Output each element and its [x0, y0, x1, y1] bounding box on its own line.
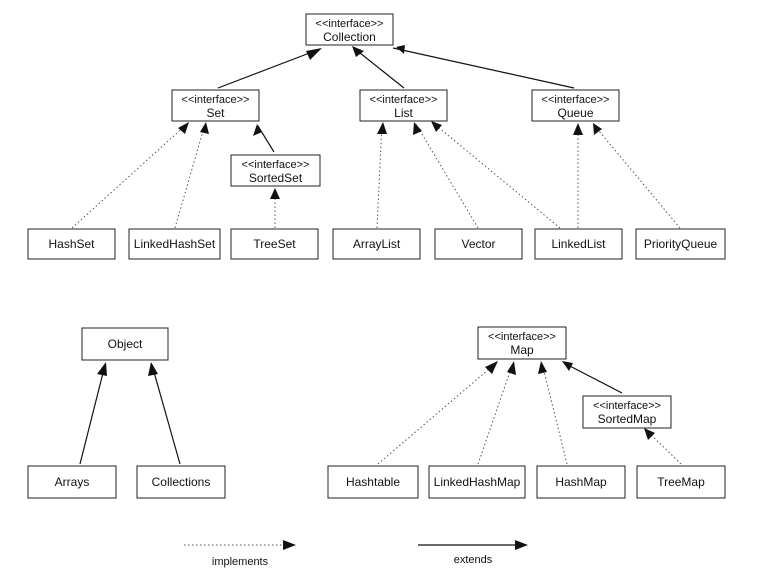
class-linkedhashmap-box: LinkedHashMap	[428, 465, 526, 499]
interface-list-box: <<interface>> List	[359, 89, 448, 122]
queue-label: Queue	[557, 106, 593, 120]
class-linkedlist-box: LinkedList	[534, 228, 623, 260]
interface-set-box: <<interface>> Set	[171, 89, 260, 122]
arrowhead	[431, 121, 442, 132]
set-extends-collection	[217, 48, 321, 89]
linkedhashset-implements-set	[174, 123, 206, 229]
arrowhead	[148, 362, 158, 376]
stereotype-label: <<interface>>	[316, 18, 384, 30]
class-priorityqueue-box: PriorityQueue	[635, 228, 726, 260]
arrowheads	[97, 45, 655, 440]
vector-implements-list	[415, 123, 479, 229]
interface-sortedmap-box: <<interface>> SortedMap	[582, 395, 672, 429]
object-label: Object	[108, 337, 143, 351]
arrowhead	[573, 123, 583, 135]
arrowhead	[538, 361, 547, 374]
arraylist-label: ArrayList	[353, 237, 401, 251]
queue-extends-collection	[392, 47, 575, 89]
arrowhead	[178, 122, 189, 134]
class-treemap-box: TreeMap	[636, 465, 726, 499]
collection-label: Collection	[323, 30, 376, 44]
interface-collection-box: <<interface>> Collection	[305, 13, 394, 46]
arrays-extends-object	[79, 364, 106, 465]
class-hashtable-box: Hashtable	[327, 465, 419, 499]
priorityqueue-label: PriorityQueue	[644, 237, 718, 251]
list-label: List	[394, 106, 413, 120]
arrowhead	[413, 122, 422, 135]
sortedmap-label: SortedMap	[598, 412, 657, 426]
hashset-implements-set	[71, 123, 188, 229]
hashmap-implements-map	[541, 362, 568, 465]
arrowhead	[396, 45, 405, 54]
arrowhead	[377, 122, 387, 134]
priorityqueue-implements-queue	[593, 124, 681, 229]
arrowhead	[200, 122, 209, 134]
class-hashmap-box: HashMap	[536, 465, 626, 499]
interface-map-box: <<interface>> Map	[477, 326, 567, 360]
class-vector-box: Vector	[434, 228, 523, 260]
sortedset-label: SortedSet	[249, 171, 303, 185]
arrays-label: Arrays	[55, 475, 90, 489]
arrowhead	[507, 361, 516, 375]
arrowhead	[593, 123, 602, 135]
stereotype-label: <<interface>>	[488, 331, 556, 343]
linkedhashset-label: LinkedHashSet	[134, 237, 216, 251]
arrowhead	[270, 188, 280, 199]
arraylist-implements-list	[376, 123, 383, 229]
linkedhashmap-implements-map	[477, 362, 514, 465]
hashtable-label: Hashtable	[346, 475, 400, 489]
collections-label: Collections	[152, 475, 211, 489]
class-arraylist-box: ArrayList	[332, 228, 421, 260]
sortedmap-extends-map	[563, 362, 623, 394]
map-label: Map	[510, 343, 534, 357]
hashmap-label: HashMap	[555, 475, 607, 489]
stereotype-label: <<interface>>	[370, 94, 438, 106]
collections-extends-object	[151, 364, 181, 465]
legend-extends-label: extends	[454, 554, 493, 566]
connectors	[71, 47, 682, 465]
class-hashset-box: HashSet	[27, 228, 116, 260]
vector-label: Vector	[461, 237, 495, 251]
hashtable-implements-map	[377, 362, 497, 465]
arrowhead	[485, 361, 498, 374]
arrowhead	[644, 428, 655, 440]
treeset-label: TreeSet	[253, 237, 296, 251]
class-object-box: Object	[81, 327, 169, 361]
hashset-label: HashSet	[48, 237, 95, 251]
class-collections-box: Collections	[136, 465, 226, 499]
legend-implements-label: implements	[212, 556, 269, 568]
class-arrays-box: Arrays	[27, 465, 117, 499]
arrowhead	[562, 361, 573, 371]
stereotype-label: <<interface>>	[542, 94, 610, 106]
treemap-label: TreeMap	[657, 475, 705, 489]
arrowhead	[97, 362, 107, 376]
legend: implements extends	[184, 540, 528, 568]
linkedlist-label: LinkedList	[551, 237, 606, 251]
stereotype-label: <<interface>>	[593, 400, 661, 412]
interface-queue-box: <<interface>> Queue	[531, 89, 620, 122]
linkedlist-implements-list	[431, 121, 561, 229]
legend-extends-arrowhead	[515, 540, 528, 550]
legend-implements-arrowhead	[283, 540, 296, 550]
linkedhashmap-label: LinkedHashMap	[434, 475, 521, 489]
set-label: Set	[206, 106, 225, 120]
class-linkedhashset-box: LinkedHashSet	[128, 228, 221, 260]
stereotype-label: <<interface>>	[242, 159, 310, 171]
arrowhead	[306, 48, 322, 60]
stereotype-label: <<interface>>	[182, 94, 250, 106]
arrowhead	[352, 46, 364, 57]
arrowhead	[253, 124, 262, 136]
interface-sortedset-box: <<interface>> SortedSet	[230, 154, 321, 187]
class-treeset-box: TreeSet	[230, 228, 319, 260]
list-extends-collection	[354, 48, 405, 89]
